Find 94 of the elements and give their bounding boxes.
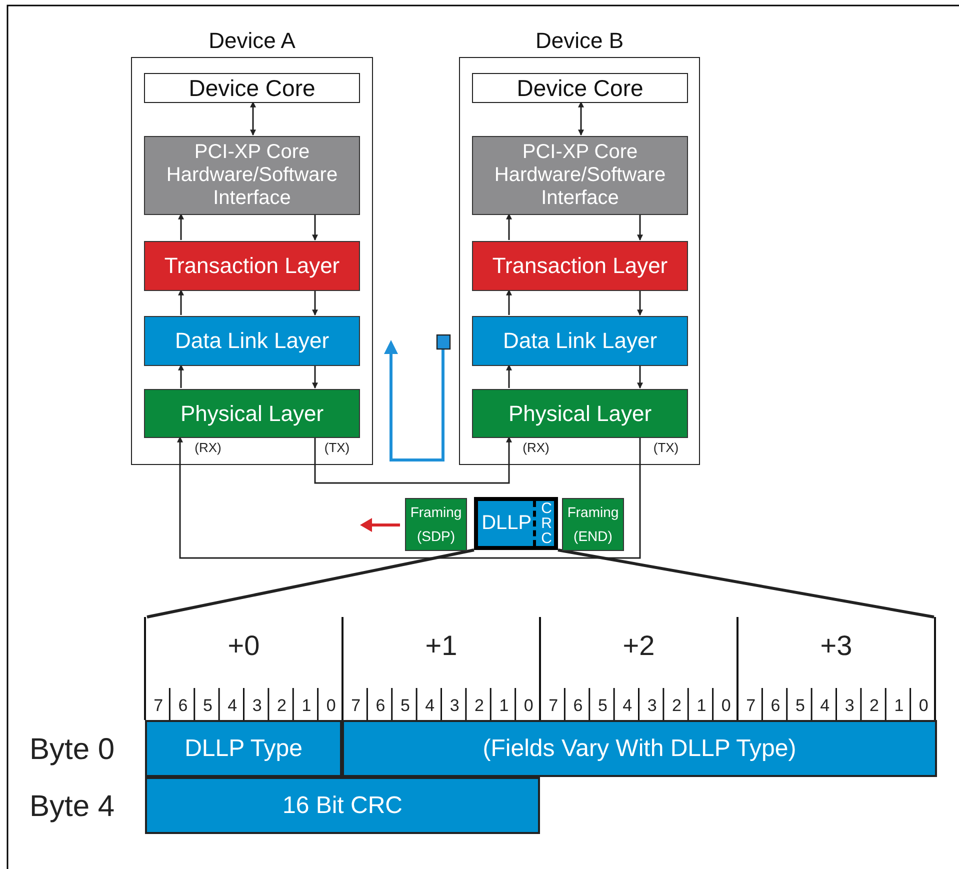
box-label: Device Core [188, 74, 316, 102]
port-label: (RX) [522, 440, 550, 455]
row-label: Byte 0 [28, 733, 116, 767]
connector-arrow [506, 364, 512, 388]
connector-arrow [312, 365, 318, 389]
bit-number: 2 [276, 696, 288, 716]
box-label: Data Link Layer [174, 328, 330, 354]
bit-number: 6 [770, 696, 782, 716]
bit-number: 6 [572, 696, 584, 716]
connector-arrow [578, 101, 584, 136]
byte-offset-label: +0 [226, 630, 261, 662]
bit-number: 7 [350, 696, 362, 716]
interface-box [144, 136, 360, 215]
byte-offset-label: +2 [622, 630, 656, 662]
connector-arrow [506, 289, 512, 315]
bit-number: 2 [671, 696, 683, 716]
connector-arrow [637, 214, 643, 241]
bit-number: 1 [300, 696, 312, 716]
bit-number: 1 [893, 696, 905, 716]
layer-box [472, 389, 688, 438]
connector-arrow [178, 289, 184, 315]
box-label: (Fields Vary With DLLP Type) [482, 734, 796, 762]
bit-number: 0 [522, 696, 534, 716]
connector-arrow [314, 436, 512, 484]
box-label: Device Core [516, 74, 644, 102]
crc-label: CRC [540, 501, 554, 546]
field-box [342, 720, 937, 777]
bit-number: 5 [399, 696, 411, 716]
connector-arrow [177, 436, 641, 559]
bit-number: 3 [646, 696, 658, 716]
device-title: Device B [534, 28, 625, 54]
connector-arrow [250, 101, 256, 136]
byte-offset-label: +3 [819, 630, 854, 662]
bit-number: 1 [696, 696, 708, 716]
bit-number: 0 [325, 696, 337, 716]
bit-number: 7 [548, 696, 560, 716]
port-label: (RX) [194, 440, 222, 455]
layer-box [472, 241, 688, 291]
bit-number: 6 [177, 696, 189, 716]
device-title: Device A [208, 28, 296, 54]
connector-arrow [312, 214, 318, 241]
bit-number: 1 [498, 696, 510, 716]
layer-box [144, 316, 360, 366]
bit-number: 4 [622, 696, 634, 716]
box-label: Physical Layer [180, 400, 324, 426]
box-label: Physical Layer [508, 400, 652, 426]
connector-arrow [637, 290, 643, 316]
connector-arrow [178, 364, 184, 388]
bit-number: 4 [424, 696, 436, 716]
device-core-box [472, 73, 688, 103]
device-core-box [144, 73, 360, 103]
zoom-line [146, 548, 474, 618]
bit-number: 7 [745, 696, 757, 716]
bit-number: 7 [152, 696, 164, 716]
bit-number: 4 [226, 696, 238, 716]
bit-number: 2 [474, 696, 486, 716]
bit-number: 3 [251, 696, 263, 716]
bit-number: 2 [868, 696, 880, 716]
byte-offset-label: +1 [424, 630, 458, 662]
bit-ruler [144, 617, 937, 720]
connector-arrow [178, 213, 184, 240]
bit-number: 6 [374, 696, 386, 716]
box-label: DLLP Type [184, 734, 302, 762]
bit-number: 0 [720, 696, 732, 716]
field-box [145, 720, 342, 777]
connector-arrow [637, 365, 643, 389]
port-label: (TX) [323, 440, 351, 455]
connector-arrow [312, 290, 318, 316]
box-label: Data Link Layer [502, 328, 658, 354]
port-label: (TX) [652, 440, 680, 455]
layer-box [472, 316, 688, 366]
bit-number: 0 [918, 696, 930, 716]
bit-number: 3 [448, 696, 460, 716]
framing-label: Framing (END) [566, 502, 620, 546]
connector-arrow [506, 213, 512, 240]
bit-number: 3 [844, 696, 856, 716]
layer-box [144, 389, 360, 438]
zoom-line [558, 548, 934, 618]
framing-label: Framing (SDP) [409, 502, 463, 546]
bit-number: 4 [819, 696, 831, 716]
row-label: Byte 4 [28, 790, 116, 824]
box-label: Transaction Layer [164, 253, 340, 279]
layer-box [144, 241, 360, 291]
packet-box [474, 497, 558, 550]
field-box [145, 777, 540, 834]
box-label: Transaction Layer [492, 253, 668, 279]
interface-box [472, 136, 688, 215]
bit-number: 5 [794, 696, 806, 716]
box-label: PCI-XP Core Hardware/Software Interface [493, 141, 667, 210]
packet-label: DLLP [480, 512, 533, 535]
box-label: PCI-XP Core Hardware/Software Interface [165, 141, 339, 210]
box-label: 16 Bit CRC [282, 792, 403, 820]
bit-number: 5 [596, 696, 608, 716]
bit-number: 5 [202, 696, 214, 716]
